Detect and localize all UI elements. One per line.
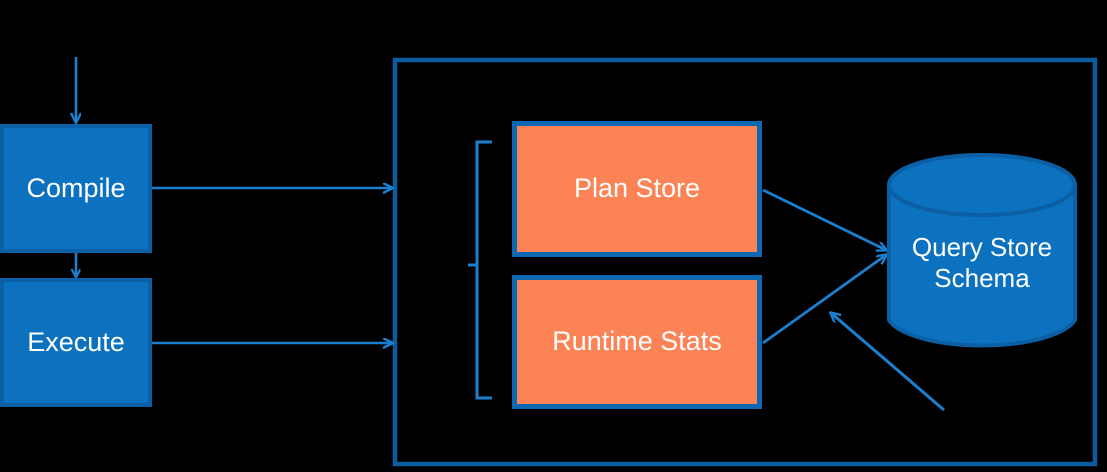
execute-box[interactable]: Execute — [0, 278, 152, 407]
grouping-bracket — [468, 140, 492, 400]
query-store-schema-label[interactable]: Query Store Schema — [911, 232, 1053, 294]
query-store-schema-cylinder — [887, 153, 1077, 348]
plan-store-to-schema-arrow — [762, 188, 886, 250]
runtime-stats-box[interactable]: Runtime Stats — [512, 275, 762, 409]
external-to-schema-arrow — [831, 313, 945, 412]
plan-store-box[interactable]: Plan Store — [512, 121, 762, 257]
compile-box[interactable]: Compile — [0, 124, 152, 253]
runtime-stats-to-schema-arrow — [762, 255, 886, 345]
query-store-container — [392, 57, 1098, 467]
